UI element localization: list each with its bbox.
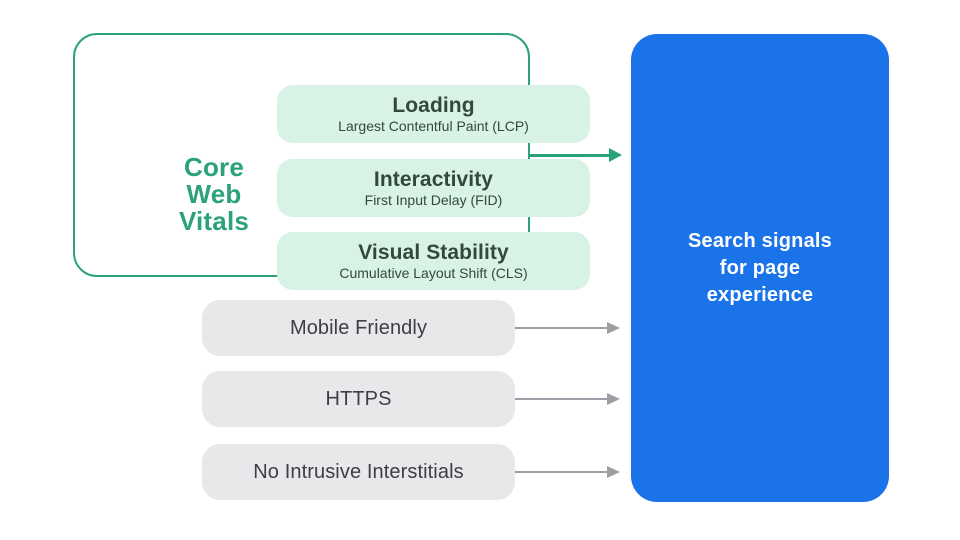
- arrow-line: [515, 327, 607, 329]
- core-web-vitals-label-line: Core: [183, 152, 245, 182]
- search-signals-label-line: Search signals: [688, 229, 832, 252]
- signal-label: Mobile Friendly: [289, 316, 428, 339]
- core-web-vitals-arrow-icon: [530, 148, 622, 162]
- vital-box-visual-stability: Visual Stability Cumulative Layout Shift…: [277, 232, 590, 290]
- core-web-vitals-label-line: Web: [186, 179, 242, 209]
- arrow-head-icon: [607, 322, 620, 334]
- signal-box-https: HTTPS: [202, 371, 515, 427]
- core-web-vitals-label-line: Vitals: [178, 206, 250, 236]
- vital-title: Loading: [392, 94, 475, 117]
- https-arrow-icon: [515, 392, 620, 406]
- mobile-friendly-arrow-icon: [515, 321, 620, 335]
- search-signals-label-line: for page: [719, 256, 801, 279]
- search-signals-label: Search signals for page experience: [688, 228, 832, 309]
- signal-label: HTTPS: [325, 387, 392, 410]
- signal-box-mobile-friendly: Mobile Friendly: [202, 300, 515, 356]
- arrow-head-icon: [607, 393, 620, 405]
- vital-subtitle: Cumulative Layout Shift (CLS): [339, 265, 528, 281]
- search-signals-box: Search signals for page experience: [631, 34, 889, 502]
- vital-box-loading: Loading Largest Contentful Paint (LCP): [277, 85, 590, 143]
- arrow-line: [515, 398, 607, 400]
- arrow-head-icon: [609, 148, 622, 162]
- search-signals-label-line: experience: [706, 283, 814, 306]
- signal-box-no-intrusive-interstitials: No Intrusive Interstitials: [202, 444, 515, 500]
- vital-box-interactivity: Interactivity First Input Delay (FID): [277, 159, 590, 217]
- core-web-vitals-label: Core Web Vitals: [150, 154, 278, 235]
- arrow-line: [515, 471, 607, 473]
- signal-label: No Intrusive Interstitials: [253, 460, 464, 483]
- arrow-head-icon: [607, 466, 620, 478]
- no-intrusive-interstitials-arrow-icon: [515, 465, 620, 479]
- vital-subtitle: Largest Contentful Paint (LCP): [338, 118, 529, 134]
- vital-title: Visual Stability: [358, 241, 509, 264]
- arrow-line: [530, 153, 609, 157]
- vital-subtitle: First Input Delay (FID): [364, 192, 503, 208]
- vital-title: Interactivity: [373, 168, 494, 191]
- core-web-vitals-group: Core Web Vitals Loading Largest Contentf…: [73, 33, 590, 290]
